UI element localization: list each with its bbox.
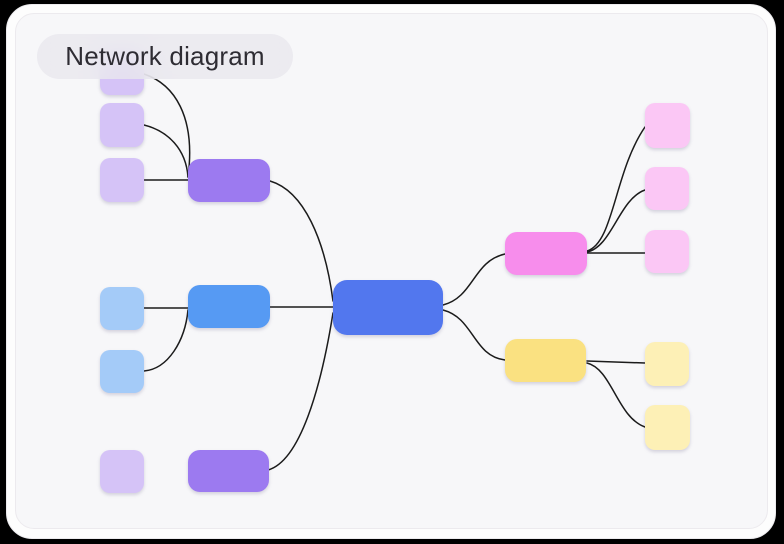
edge-core-to-yellow-mid [442,309,506,361]
edge-purple-small-2-to-purple-mid-1 [143,124,189,178]
node-yellow-small-1[interactable] [645,342,689,386]
node-purple-mid-2[interactable] [188,450,269,492]
node-core[interactable] [333,280,443,335]
edge-purple-mid-1-to-core [269,180,334,302]
node-blue-mid[interactable] [188,285,270,328]
node-yellow-small-2[interactable] [645,405,690,450]
edge-pink-mid-to-pink-small-2 [586,189,646,253]
node-purple-small-4[interactable] [100,450,144,493]
diagram-title-pill[interactable]: Network diagram [37,34,293,79]
node-blue-small-1[interactable] [100,287,144,330]
node-blue-small-2[interactable] [100,350,144,393]
edge-purple-small-1-to-purple-mid-1 [143,73,191,178]
node-pink-small-3[interactable] [645,230,689,273]
node-purple-small-3[interactable] [100,158,144,202]
node-pink-mid[interactable] [505,232,587,275]
edge-yellow-mid-to-yellow-small-2 [586,362,646,428]
diagram-canvas [15,13,768,529]
node-purple-mid-1[interactable] [188,159,270,202]
edge-purple-mid-2-to-core [267,312,334,471]
node-purple-small-2[interactable] [100,103,144,147]
edge-yellow-mid-to-yellow-small-1 [586,360,646,364]
edge-pink-mid-to-pink-small-1 [586,126,646,252]
node-pink-small-1[interactable] [645,103,690,148]
node-pink-small-2[interactable] [645,167,689,210]
node-yellow-mid[interactable] [505,339,586,382]
edge-blue-small-2-to-blue-mid [143,309,189,372]
diagram-title: Network diagram [65,41,265,71]
edge-core-to-pink-mid [442,253,506,306]
